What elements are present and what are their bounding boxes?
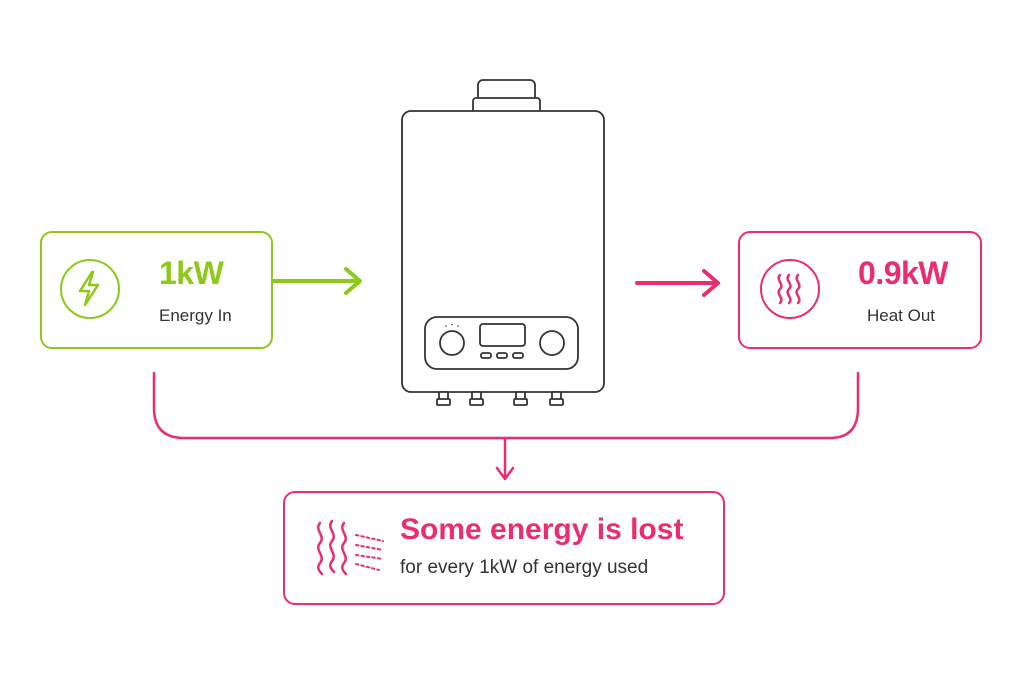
boiler-left-dial <box>439 330 465 356</box>
boiler-icon <box>401 79 605 406</box>
boiler-pipes <box>436 391 564 406</box>
loss-connector <box>152 371 860 481</box>
heat-dissipation-icon <box>311 517 389 584</box>
energy-in-box: 1kW Energy In <box>40 231 273 349</box>
energy-loss-box: Some energy is lost for every 1kW of ene… <box>283 491 725 605</box>
heat-waves-icon <box>760 259 820 319</box>
energy-in-arrow <box>271 267 362 295</box>
energy-loss-title: Some energy is lost <box>400 513 684 546</box>
energy-loss-subtitle: for every 1kW of energy used <box>400 557 649 578</box>
energy-in-label: Energy In <box>159 306 232 325</box>
heat-out-value: 0.9kW <box>858 255 948 291</box>
boiler-button <box>512 352 524 359</box>
boiler-button <box>496 352 508 359</box>
heat-out-box: 0.9kW Heat Out <box>738 231 982 349</box>
boiler-display <box>479 323 526 347</box>
boiler-button <box>480 352 492 359</box>
heat-out-arrow <box>635 269 720 297</box>
heat-out-label: Heat Out <box>867 306 936 325</box>
boiler-right-dial <box>539 330 565 356</box>
lightning-bolt-icon <box>60 259 120 319</box>
energy-in-value: 1kW <box>159 255 224 291</box>
